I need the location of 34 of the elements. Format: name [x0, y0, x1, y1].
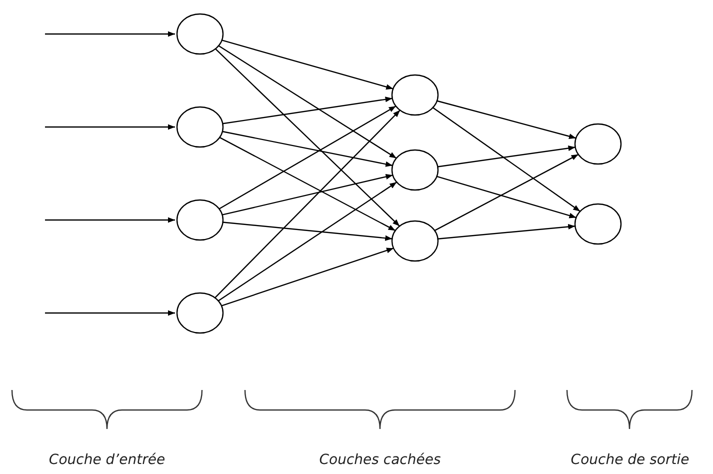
layer-label: Couche de sortie [570, 452, 690, 468]
neuron-circle [391, 74, 439, 116]
layer-label: Couche d’entrée [48, 452, 166, 468]
arrow [45, 310, 175, 316]
neuron-circle [176, 292, 224, 334]
arrow [221, 248, 394, 306]
layer-label: Couches cachées [319, 452, 441, 468]
arrow [218, 182, 398, 302]
neuron-circle [574, 203, 622, 245]
arrow [215, 48, 400, 227]
arrow [45, 217, 175, 223]
neuron-circle [391, 220, 439, 262]
arrow [438, 145, 576, 168]
neuron-circle [176, 13, 224, 55]
arrow [219, 136, 396, 232]
neuron-circle [176, 106, 224, 148]
arrow [218, 45, 397, 159]
arrow [214, 110, 400, 298]
arrow [45, 31, 175, 37]
arrow [436, 100, 576, 139]
neuron-circle [176, 199, 224, 241]
neuron-circle [391, 149, 439, 191]
neuron-circle [574, 123, 622, 165]
arrow [222, 222, 392, 241]
arrow [436, 176, 576, 218]
arrow [434, 154, 579, 232]
arrow [438, 224, 576, 240]
arrow [218, 106, 396, 210]
arrow [222, 40, 394, 90]
arrow [222, 174, 393, 216]
arrow [432, 107, 580, 212]
arrow [222, 130, 393, 167]
arrow [45, 124, 175, 130]
arrow [222, 96, 392, 124]
